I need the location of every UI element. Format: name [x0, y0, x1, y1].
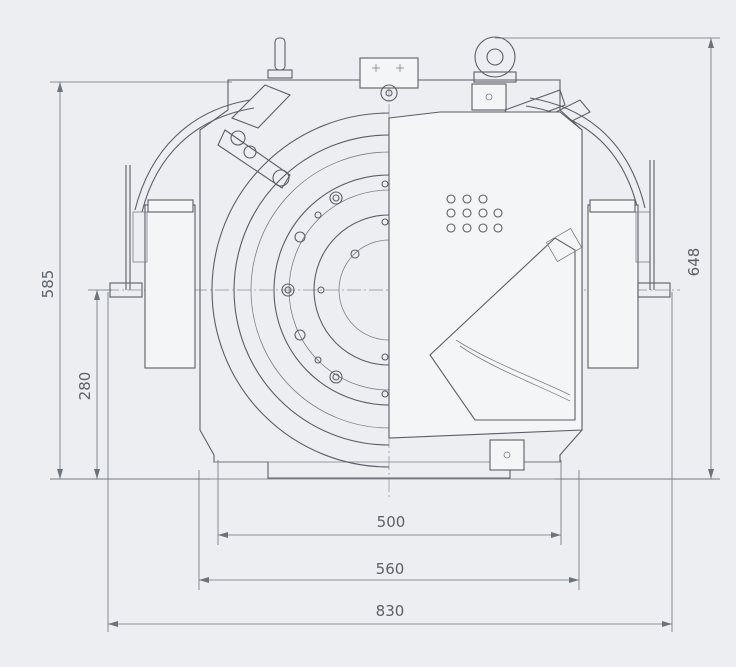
dim-mid-width: 560 [376, 560, 405, 578]
dim-overall-width: 830 [376, 602, 405, 620]
dim-machine-height: 585 [39, 270, 57, 299]
machine-body [109, 36, 671, 479]
dim-inner-width: 500 [377, 513, 406, 531]
dim-overall-height: 648 [685, 248, 703, 277]
dimension-lines [50, 37, 720, 632]
dim-shaft-height: 280 [76, 372, 94, 401]
